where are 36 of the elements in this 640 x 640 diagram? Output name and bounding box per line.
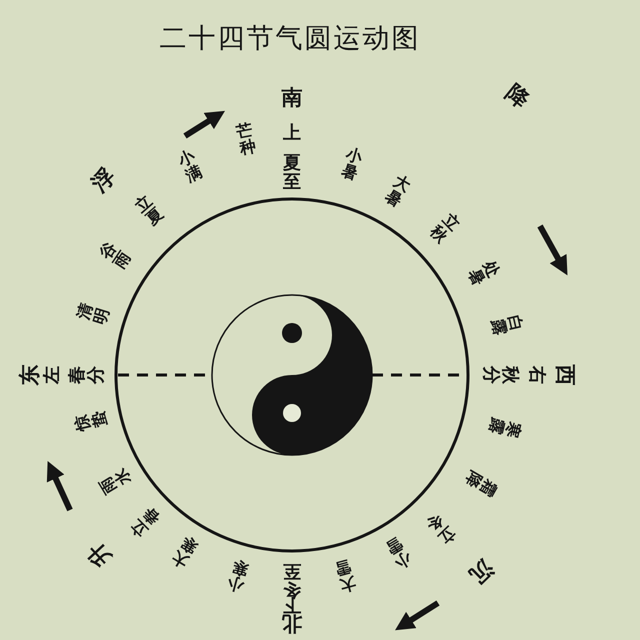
solar-term-label: 春分	[68, 365, 106, 385]
solar-term-label: 小满	[174, 147, 206, 186]
title: 二十四节气圆运动图	[158, 22, 422, 56]
solar-term-label: 秋分	[480, 365, 520, 385]
solar-term-label: 惊蛰	[72, 408, 110, 434]
solar-term-label: 夏至	[282, 154, 302, 192]
solar-term-label: 小寒	[225, 556, 252, 595]
solar-term-label: 霜降	[461, 468, 500, 500]
solar-term-label: 寒露	[486, 416, 524, 441]
motion-label: 沉	[464, 554, 498, 588]
solar-term-label: 小暑	[339, 145, 366, 184]
solar-term-label: 芒种	[234, 120, 258, 158]
compass-label: 北	[281, 612, 303, 634]
motion-label: 降	[500, 80, 534, 114]
compass-label: 上	[282, 123, 302, 143]
solar-term-label: 立冬	[422, 510, 459, 548]
motion-label: 升	[83, 536, 118, 571]
solar-term-label: 立秋	[426, 209, 464, 246]
solar-term-label: 白露	[488, 312, 526, 338]
solar-term-label: 处暑	[465, 256, 504, 289]
solar-term-label: 小雪	[382, 534, 416, 573]
solar-term-label: 清明	[74, 300, 112, 328]
compass-label: 东	[18, 364, 42, 387]
solar-term-label: 大寒	[168, 533, 202, 572]
compass-label: 左	[42, 365, 62, 385]
compass-label: 右	[527, 365, 547, 385]
solar-term-label: 雨水	[96, 464, 135, 498]
motion-label: 浮	[88, 164, 122, 198]
solar-term-label: 大暑	[382, 172, 414, 211]
solar-term-label: 谷雨	[95, 238, 134, 272]
solar-term-label: 立夏	[131, 192, 167, 230]
compass-label: 西	[554, 364, 576, 387]
solar-term-label: 冬至	[282, 560, 302, 600]
solar-term-label: 立春	[126, 504, 164, 540]
compass-label: 南	[280, 86, 304, 110]
solar-term-label: 大雪	[332, 556, 359, 595]
